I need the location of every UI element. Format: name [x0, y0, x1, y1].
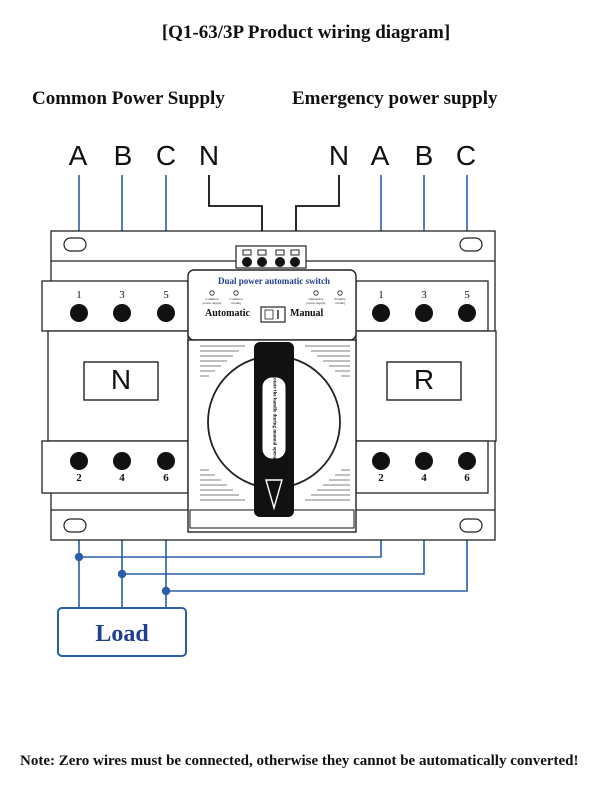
phase-label-right-a: A	[370, 140, 390, 171]
phase-label-left-c: C	[155, 140, 177, 171]
common-power-supply-label: Common Power Supply	[32, 88, 225, 109]
automatic-mode-label: Automatic	[205, 308, 250, 319]
n-box	[83, 361, 159, 401]
terminal-number-left-6: 6	[163, 472, 169, 484]
control-panel	[187, 269, 357, 341]
wire-right-n	[295, 175, 340, 247]
load-box	[57, 607, 187, 657]
note-text: Note: Zero wires must be connected, othe…	[20, 753, 579, 769]
mounting-slots	[63, 237, 483, 533]
neutral-terminal-block	[235, 245, 307, 269]
phase-label-left-a: A	[68, 140, 88, 171]
diagram-title: [Q1-63/3P Product wiring diagram]	[161, 22, 451, 43]
indicator-label-standby-closing: Standby closing	[334, 297, 346, 305]
switch-title: Dual power automatic switch	[217, 276, 331, 286]
manual-mode-label: Manual	[290, 308, 324, 319]
phase-label-left-b: B	[113, 140, 133, 171]
terminal-number-right-3: 3	[421, 289, 427, 301]
wire-left-n	[208, 175, 263, 247]
indicator-label-common-power: Common power supply	[202, 297, 222, 305]
terminal-number-left-3: 3	[119, 289, 125, 301]
load-label: Load	[95, 621, 149, 647]
terminal-number-right-2: 2	[378, 472, 384, 484]
terminal-number-left-1: 1	[76, 289, 82, 301]
terminal-number-left-5: 5	[163, 289, 169, 301]
terminal-number-left-4: 4	[119, 472, 125, 484]
terminal-number-right-4: 4	[421, 472, 427, 484]
r-box	[386, 361, 462, 401]
emergency-power-supply-label: Emergency power supply	[292, 88, 498, 109]
terminal-number-right-6: 6	[464, 472, 470, 484]
wire-junctions	[74, 552, 171, 596]
emergency-supply-box-label: R	[413, 364, 435, 395]
phase-label-right-b: B	[414, 140, 434, 171]
phase-label-right-n: N	[328, 140, 350, 171]
neutral-wires	[208, 175, 340, 247]
terminal-screws	[70, 304, 476, 470]
phase-label-left-n: N	[198, 140, 220, 171]
handle-label: Rotate the handle during manual operatio…	[271, 374, 277, 468]
common-supply-box-label: N	[110, 364, 132, 395]
indicator-label-emergency-power: emergency power supply	[306, 297, 326, 305]
terminal-number-left-2: 2	[76, 472, 82, 484]
indicator-label-common-closing: Common closing	[229, 297, 243, 305]
terminal-number-right-5: 5	[464, 289, 470, 301]
phase-label-right-c: C	[455, 140, 477, 171]
terminal-number-right-1: 1	[378, 289, 384, 301]
handle-panel	[187, 339, 357, 533]
